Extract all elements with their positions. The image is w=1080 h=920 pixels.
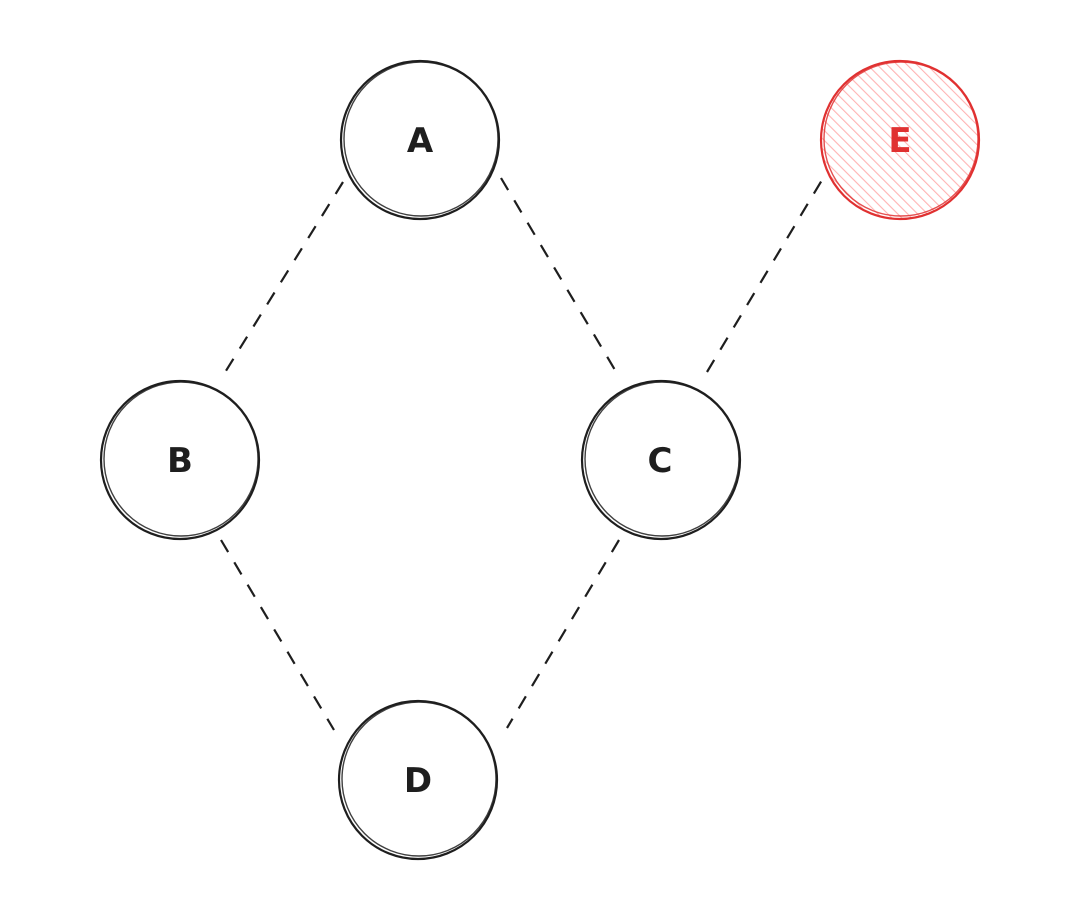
node-b-label: B [167,441,193,481]
node-c-circle [580,379,742,541]
node-e[interactable]: E [819,59,981,221]
node-d[interactable]: D [337,699,499,861]
node-b[interactable]: B [99,379,261,541]
edge-c-d [506,539,620,729]
node-c-label: C [648,441,673,481]
node-e-circle [819,59,981,221]
edge-a-b [223,181,344,375]
node-c[interactable]: C [580,379,742,541]
node-a-circle [339,59,501,221]
edges [220,177,823,731]
node-e-label: E [888,121,911,161]
node-d-circle [337,699,499,861]
node-b-circle [99,379,261,541]
node-a[interactable]: A [339,59,501,221]
node-d-label: D [404,761,432,801]
edge-c-e [706,179,823,373]
edge-b-d [220,539,335,731]
node-a-label: A [407,121,434,161]
edge-a-c [500,177,616,371]
